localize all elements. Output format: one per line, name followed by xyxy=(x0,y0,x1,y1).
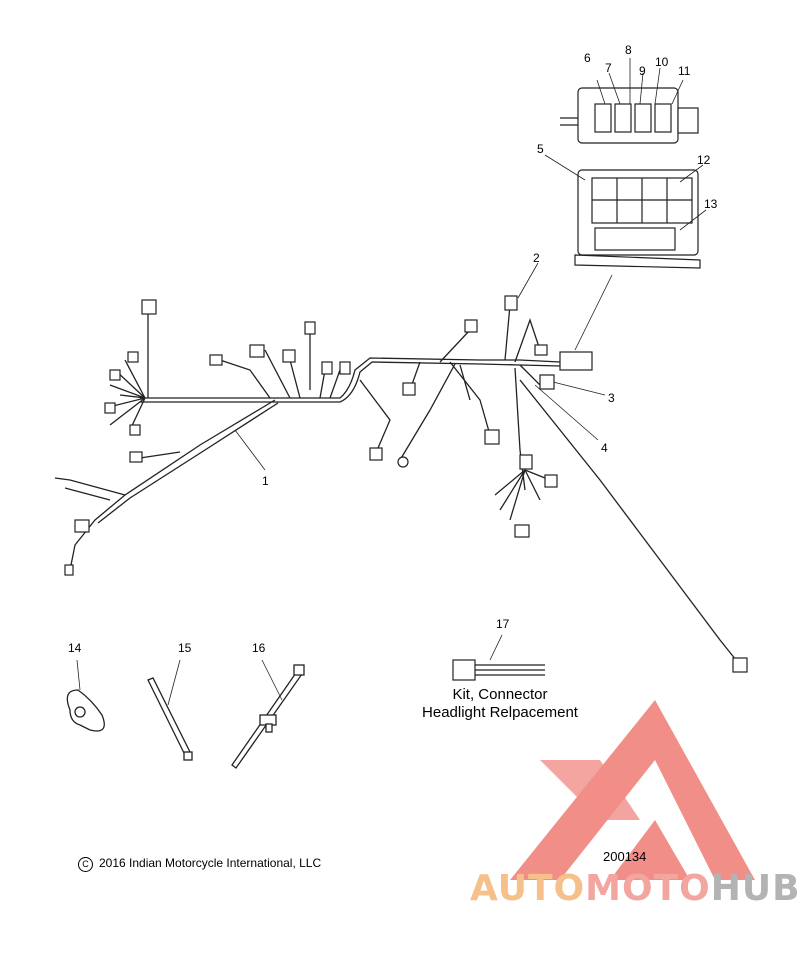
relay-box-lower xyxy=(544,154,707,269)
callout-10: 10 xyxy=(655,55,669,69)
watermark-brand-part1: AUTO xyxy=(470,868,586,909)
kit-caption-line1: Kit, Connector xyxy=(452,686,548,703)
part-17-kit-connector xyxy=(452,634,545,681)
watermark-brand-part3: HUB xyxy=(710,868,800,909)
copyright-icon: C xyxy=(78,857,93,872)
watermark-brand: AUTOMOTOHUB xyxy=(470,868,800,909)
relay-box-top xyxy=(560,58,699,144)
part-16-push-tie xyxy=(231,659,305,769)
callout-2: 2 xyxy=(533,251,540,265)
callout-8: 8 xyxy=(625,43,632,57)
copyright-text: 2016 Indian Motorcycle International, LL… xyxy=(99,856,322,870)
callout-17: 17 xyxy=(496,617,510,631)
part-14-clip xyxy=(66,659,105,732)
watermark-brand-part2: MOTO xyxy=(585,868,711,909)
callout-5: 5 xyxy=(537,142,544,156)
main-harness xyxy=(54,262,741,666)
callout-16: 16 xyxy=(252,641,266,655)
watermark-logo xyxy=(510,700,755,880)
harness-connectors xyxy=(64,295,748,673)
callout-7: 7 xyxy=(605,61,612,75)
part-15-cable-tie xyxy=(147,659,193,761)
callout-11: 11 xyxy=(678,64,691,78)
callout-3: 3 xyxy=(608,391,615,405)
callout-14: 14 xyxy=(68,641,82,655)
callout-9: 9 xyxy=(639,64,646,78)
callout-13: 13 xyxy=(704,197,718,211)
copyright-notice: C 2016 Indian Motorcycle International, L… xyxy=(78,856,321,872)
diagram-part-number: 200134 xyxy=(603,849,647,864)
kit-caption: Kit, Connector Headlight Relpacement xyxy=(410,686,590,722)
kit-caption-line2: Headlight Relpacement xyxy=(422,704,578,721)
callout-15: 15 xyxy=(178,641,192,655)
callout-1: 1 xyxy=(262,474,269,488)
callout-12: 12 xyxy=(697,153,711,167)
callout-6: 6 xyxy=(584,51,591,65)
callout-4: 4 xyxy=(601,441,608,455)
